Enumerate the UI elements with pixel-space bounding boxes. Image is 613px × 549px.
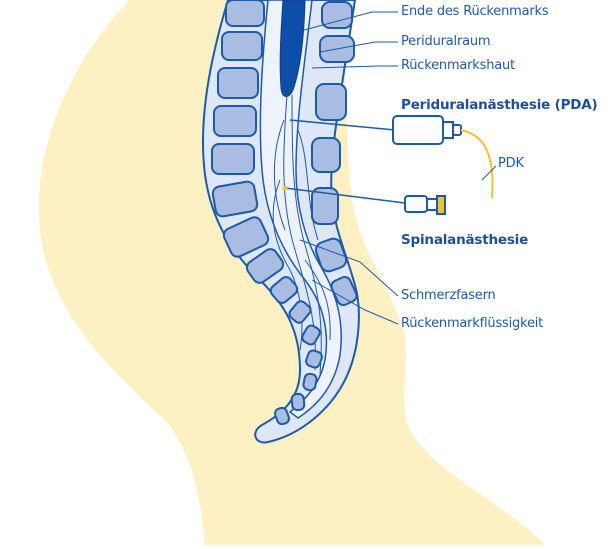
leader-pdk xyxy=(482,166,496,180)
vertebra xyxy=(291,394,304,411)
heading-spinalanaesthesie: Spinalanästhesie xyxy=(401,232,528,248)
vertebra xyxy=(214,106,256,136)
label-periduralraum: Periduralraum xyxy=(401,34,490,49)
spinous-process xyxy=(316,84,346,120)
label-pdk: PDK xyxy=(498,156,524,171)
vertebra xyxy=(212,144,254,174)
vertebra xyxy=(222,32,262,60)
vertebra xyxy=(212,181,259,218)
label-rueckenmarkfluessigkeit: Rückenmarkflüssigkeit xyxy=(401,316,543,331)
vertebra xyxy=(303,373,318,391)
vertebra xyxy=(218,68,258,98)
label-ende-des-rueckenmarks: Ende des Rückenmarks xyxy=(401,4,548,19)
vertebra xyxy=(226,0,264,26)
spinous-process xyxy=(312,138,340,172)
label-schmerzfasern: Schmerzfasern xyxy=(401,288,496,303)
label-rueckenmarkshaut: Rückenmarkshaut xyxy=(401,58,515,73)
heading-periduralanaesthesie: Periduralanästhesie (PDA) xyxy=(401,97,598,113)
